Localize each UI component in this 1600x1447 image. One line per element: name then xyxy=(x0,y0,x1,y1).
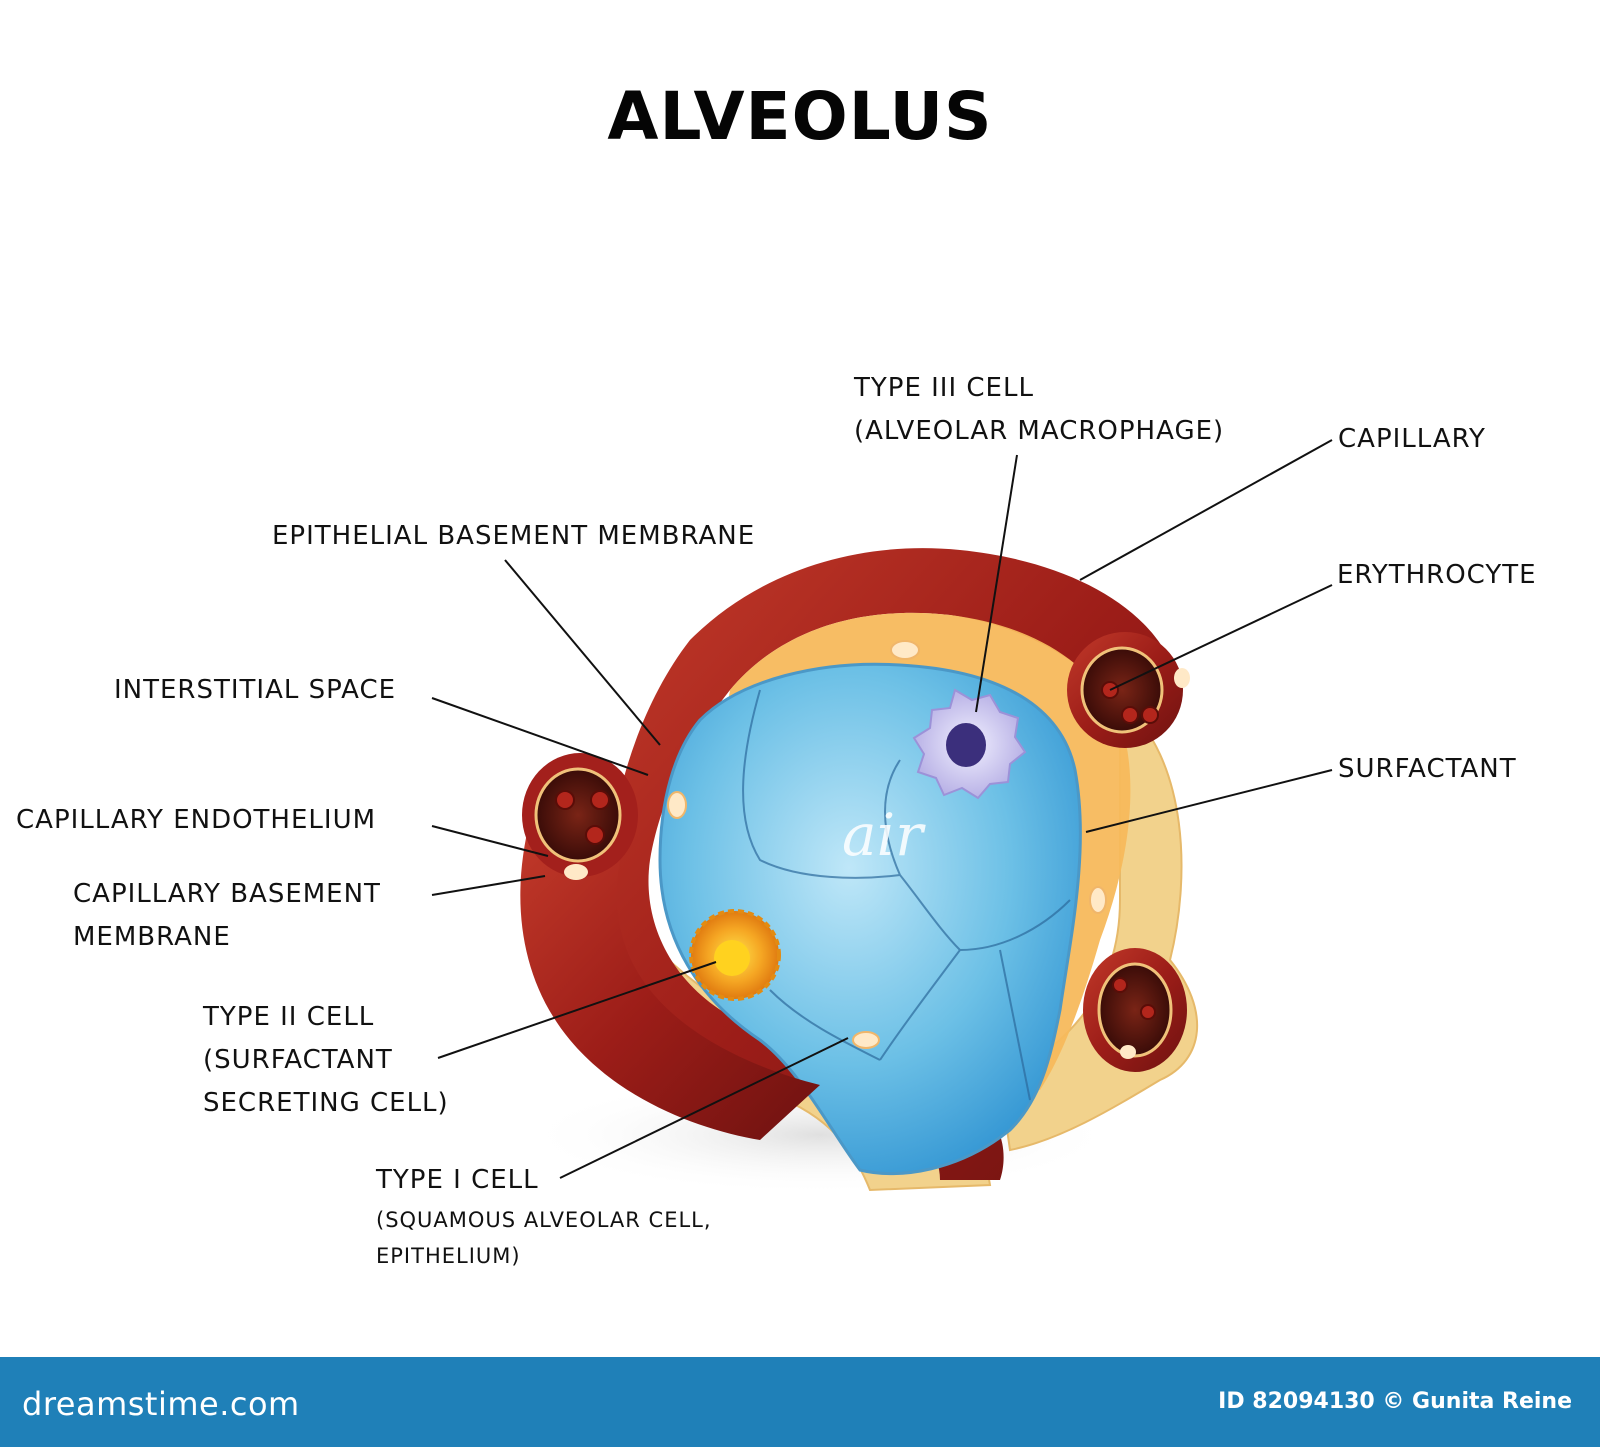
label-interstitial-space: INTERSTITIAL SPACE xyxy=(114,675,397,705)
capillary-cross-section-lower xyxy=(1083,948,1187,1072)
leader-surfactant xyxy=(1085,769,1333,833)
leader-type3 xyxy=(975,454,1018,713)
label-erythrocyte: ERYTHROCYTE xyxy=(1337,560,1537,590)
leader-cap-bm xyxy=(431,875,546,896)
label-type2-line2: (SURFACTANT xyxy=(203,1045,393,1075)
label-capillary: CAPILLARY xyxy=(1338,424,1486,454)
label-type2-line3: SECRETING CELL) xyxy=(203,1088,449,1118)
label-type1-line1: TYPE I CELL xyxy=(376,1165,539,1195)
leader-epithelial-bm xyxy=(504,559,661,746)
leader-erythrocyte xyxy=(1109,584,1333,691)
type-iii-cell-macrophage xyxy=(912,688,1027,800)
leader-cap-endothelium xyxy=(431,825,549,857)
leader-type1 xyxy=(559,1037,849,1179)
type-ii-cell xyxy=(689,909,781,1001)
label-type1-line2: (SQUAMOUS ALVEOLAR CELL, xyxy=(376,1208,712,1232)
label-type3-line1: TYPE III CELL xyxy=(854,373,1034,403)
label-surfactant: SURFACTANT xyxy=(1338,754,1517,784)
alveolar-wall xyxy=(720,612,1131,1090)
diagram-title: ALVEOLUS xyxy=(607,78,993,155)
label-capillary-bm-line2: MEMBRANE xyxy=(73,922,231,952)
epithelial-cell-borders xyxy=(742,689,1071,1101)
capillary-cross-section-right xyxy=(1067,632,1190,748)
alveolus-illustration: air xyxy=(431,439,1333,1195)
endothelial-nuclei xyxy=(667,640,1107,1049)
footer-image-id: ID 82094130 © Gunita Reine xyxy=(1218,1389,1572,1414)
outer-capillary xyxy=(608,548,1170,1180)
label-capillary-bm-line1: CAPILLARY BASEMENT xyxy=(73,879,381,909)
label-epithelial-basement-membrane: EPITHELIAL BASEMENT MEMBRANE xyxy=(272,521,756,551)
leader-lines xyxy=(431,439,1333,1179)
capillary-tube-left xyxy=(520,753,820,1140)
label-type3-line2: (ALVEOLAR MACROPHAGE) xyxy=(854,416,1225,446)
footer-logo[interactable]: dreamstime.com xyxy=(22,1385,300,1423)
leader-interstitial xyxy=(431,697,649,776)
label-type2-line1: TYPE II CELL xyxy=(203,1002,375,1032)
leader-capillary xyxy=(1079,439,1333,581)
label-type1-line3: EPITHELIUM) xyxy=(376,1244,521,1268)
footer-bar: dreamstime.com ID 82094130 © Gunita Rein… xyxy=(0,1357,1600,1447)
leader-type2 xyxy=(437,961,717,1059)
air-label: air xyxy=(842,801,926,869)
label-capillary-endothelium: CAPILLARY ENDOTHELIUM xyxy=(16,805,377,835)
